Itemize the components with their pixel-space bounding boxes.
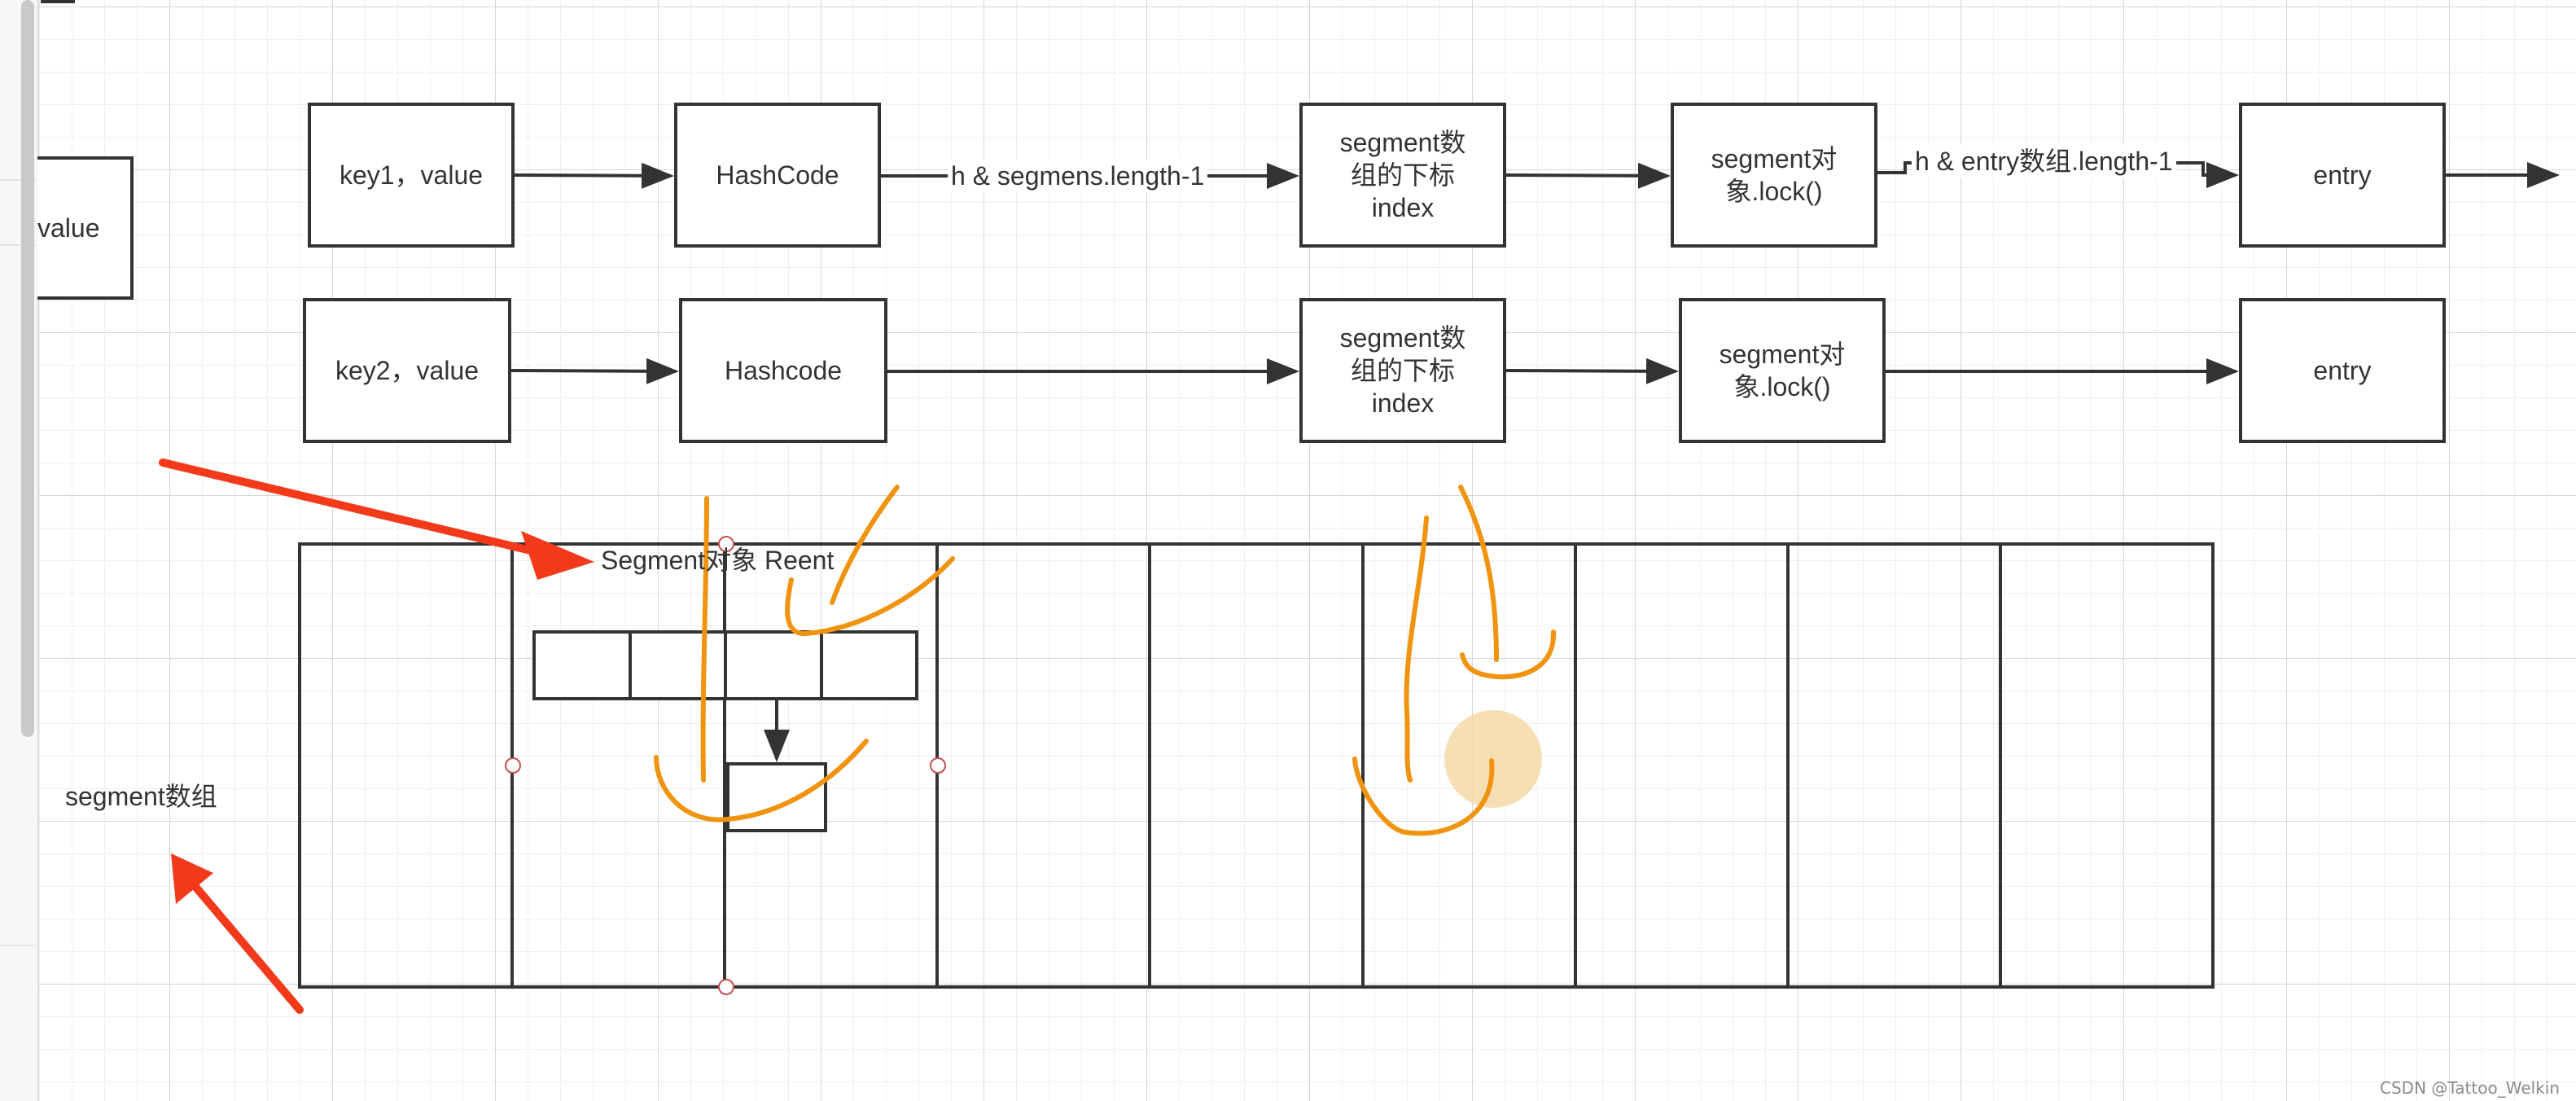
panel-divider: [0, 179, 36, 181]
hashcode-box-2[interactable]: Hashcode: [679, 298, 887, 443]
freehand-stroke: [1352, 757, 1495, 836]
hash-entry-node: [726, 762, 827, 832]
arrow-index-to-lock-1: [1505, 162, 1671, 189]
selection-handle[interactable]: [718, 536, 734, 552]
segment-lock-line: segment对: [1719, 340, 1846, 369]
left-panel: [0, 0, 39, 1101]
selection-handle[interactable]: [930, 757, 946, 774]
segment-index-box-2[interactable]: segment数 组的下标 index: [1299, 298, 1506, 443]
hashcode-label-1: HashCode: [716, 160, 839, 190]
pointer-arrow-head: [171, 853, 213, 904]
pointer-arrow-head: [521, 531, 594, 580]
partial-box-label: value: [37, 213, 100, 243]
segment-array-label: segment数组: [65, 782, 217, 811]
pointer-arrow-shaft: [159, 458, 541, 556]
segment-index-box-1[interactable]: segment数 组的下标 index: [1299, 103, 1506, 248]
segment-index-line: segment数: [1339, 128, 1466, 157]
segment-index-line: index: [1371, 193, 1435, 222]
segment-index-line: 组的下标: [1350, 160, 1455, 190]
freehand-stroke: [830, 485, 900, 605]
segment-index-label-2: segment数 组的下标 index: [1340, 322, 1466, 419]
selection-handle[interactable]: [718, 979, 734, 995]
watermark: CSDN @Tattoo_Welkin: [2380, 1078, 2560, 1098]
segment-index-line: 组的下标: [1350, 356, 1455, 385]
segment-array-dividers: [510, 544, 2002, 987]
segment-entry-dividers: [629, 632, 823, 699]
entry-box-2[interactable]: entry: [2239, 298, 2446, 443]
key1-label: key1，value: [339, 160, 484, 190]
segment-lock-line: 象.lock(): [1733, 372, 1831, 401]
shape-edge: [41, 0, 75, 3]
segment-lock-line: segment对: [1711, 144, 1838, 173]
freehand-stroke: [785, 556, 955, 636]
segment-lock-box-2[interactable]: segment对 象.lock(): [1679, 298, 1886, 443]
segment-index-line: segment数: [1339, 323, 1466, 353]
hashcode-label-2: Hashcode: [724, 356, 843, 385]
segment-object-label: Segment对象 Reent: [601, 546, 835, 575]
hashcode-box-1[interactable]: HashCode: [674, 103, 881, 248]
freehand-stroke: [1460, 629, 1557, 680]
freehand-stroke: [654, 739, 869, 822]
selection-handle[interactable]: [505, 757, 521, 774]
freehand-stroke: [1404, 515, 1429, 783]
segment-lock-box-1[interactable]: segment对 象.lock(): [1671, 103, 1877, 248]
freehand-stroke: [1458, 485, 1499, 662]
panel-divider: [0, 244, 36, 246]
edge-label-lock-to-entry: h & entry数组.length-1: [1912, 145, 2176, 178]
pointer-arrow-shaft: [188, 879, 304, 1014]
key2-box[interactable]: key2，value: [303, 298, 511, 443]
segment-array-outline: [298, 542, 2215, 989]
vertical-scrollbar[interactable]: [21, 0, 34, 737]
entry-label-1: entry: [2313, 160, 2372, 190]
partial-value-box[interactable]: value: [37, 156, 134, 300]
edge-label-hash-to-index: h & segmens.length-1: [948, 160, 1208, 192]
freehand-annotations: [654, 485, 1557, 836]
entry-label-2: entry: [2313, 356, 2372, 385]
segment-index-label-1: segment数 组的下标 index: [1340, 126, 1466, 224]
freehand-stroke: [700, 496, 709, 783]
entry-box-1[interactable]: entry: [2239, 103, 2446, 248]
segment-lock-line: 象.lock(): [1725, 177, 1823, 206]
key2-label: key2，value: [335, 356, 480, 385]
segment-index-line: index: [1371, 388, 1435, 418]
panel-divider: [0, 945, 36, 946]
pointer-arrows: [159, 458, 594, 1014]
key1-box[interactable]: key1，value: [308, 103, 515, 248]
arrow-key1-to-hash: [514, 162, 674, 189]
segment-lock-label-2: segment对 象.lock(): [1720, 338, 1846, 403]
segment-lock-label-1: segment对 象.lock(): [1711, 143, 1838, 208]
